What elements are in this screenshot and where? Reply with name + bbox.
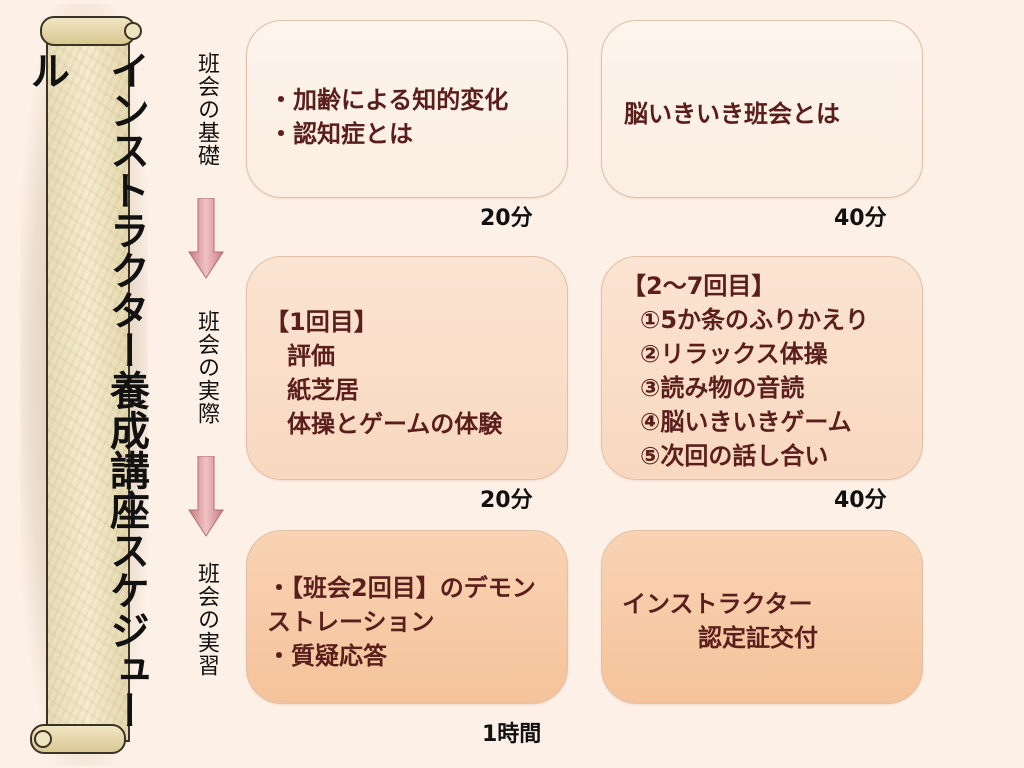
box-line: 認定証交付: [698, 624, 818, 652]
box-line: ①5か条のふりかえり: [640, 306, 870, 334]
stage-label-training: 班会の実習: [194, 562, 219, 677]
box-line: ・加齢による知的変化: [269, 86, 509, 114]
duration-label: 20分: [480, 488, 533, 513]
box-line: インストラクター: [622, 590, 813, 618]
box-line: ④脳いきいきゲーム: [640, 408, 852, 436]
page-title: インストラクター養成講座スケジュール: [23, 50, 149, 730]
stage-label-practice: 班会の実際: [194, 310, 219, 425]
box-line: ②リラックス体操: [640, 340, 828, 368]
box-sessions-2-7: 【2～7回目】 ①5か条のふりかえり ②リラックス体操 ③読み物の音読 ④脳いき…: [601, 256, 923, 480]
box-line: 脳いきいき班会とは: [624, 100, 840, 128]
scroll-top-roll: [40, 16, 136, 46]
duration-label: 40分: [834, 206, 887, 231]
box-demonstration: ・【班会2回目】のデモン ストレーション ・質疑応答: [246, 530, 568, 704]
box-line: 評価: [287, 342, 335, 370]
box-about-meetings: 脳いきいき班会とは: [601, 20, 923, 198]
box-line: ストレーション: [267, 608, 435, 636]
down-arrow-icon: [188, 198, 224, 279]
box-certificate: インストラクター 認定証交付: [601, 530, 923, 704]
title-scroll: インストラクター養成講座スケジュール: [20, 4, 149, 766]
box-line: ・質疑応答: [267, 642, 387, 670]
box-session-1: 【1回目】 評価 紙芝居 体操とゲームの体験: [246, 256, 568, 480]
duration-label: 40分: [834, 488, 887, 513]
box-line: ・【班会2回目】のデモン: [267, 574, 536, 602]
scroll-curl-top: [124, 22, 142, 40]
box-line: ③読み物の音読: [640, 374, 805, 402]
box-line: ⑤次回の話し合い: [640, 442, 829, 470]
box-heading: 【1回目】: [265, 308, 378, 336]
stage-label-basics: 班会の基礎: [194, 52, 219, 167]
down-arrow-icon: [188, 456, 224, 537]
duration-label: 20分: [480, 206, 533, 231]
scroll-paper: [46, 30, 130, 742]
box-line: 体操とゲームの体験: [287, 410, 503, 438]
duration-label: 1時間: [482, 722, 542, 747]
box-aging-cognition: ・加齢による知的変化 ・認知症とは: [246, 20, 568, 198]
box-heading: 【2～7回目】: [622, 272, 776, 300]
box-line: ・認知症とは: [269, 120, 413, 148]
box-line: 紙芝居: [287, 376, 359, 404]
scroll-curl-bottom: [34, 730, 52, 748]
